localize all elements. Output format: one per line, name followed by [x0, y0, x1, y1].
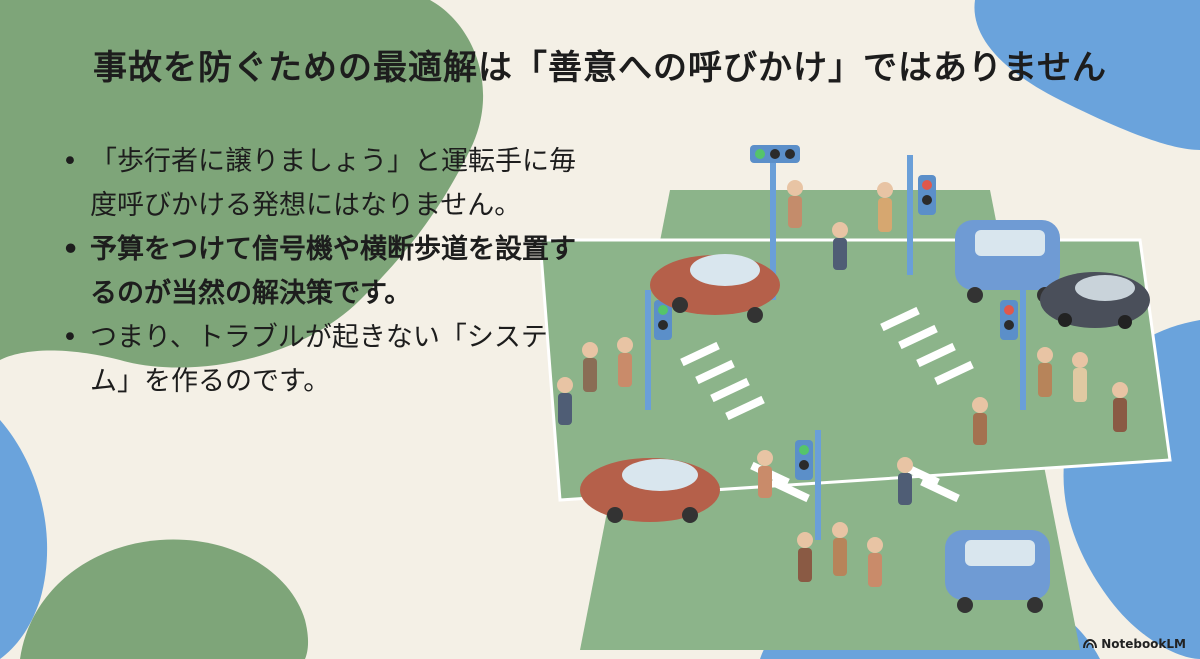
- bullet-item-1: • 「歩行者に譲りましょう」と運転手に毎度呼びかける発想にはなりません。: [62, 140, 582, 228]
- pedestrian-group-icon: [557, 180, 1128, 587]
- crosswalk-stripe: [920, 477, 960, 503]
- crosswalk-stripe: [680, 341, 720, 367]
- brand-label: NotebookLM: [1101, 637, 1186, 651]
- road-surface: [538, 190, 1172, 650]
- bullet-list: • 「歩行者に譲りましょう」と運転手に毎度呼びかける発想にはなりません。 • 予…: [62, 140, 582, 404]
- blue-car-icon: [945, 530, 1050, 613]
- bullet-text: 「歩行者に譲りましょう」と運転手に毎度呼びかける発想にはなりません。: [90, 146, 576, 221]
- traffic-signal-icon: [750, 145, 800, 300]
- traffic-signal-icon: [907, 155, 936, 275]
- bullet-item-2: • 予算をつけて信号機や横断歩道を設置するのが当然の解決策です。: [62, 228, 582, 316]
- notebooklm-logo-icon: [1083, 639, 1098, 649]
- green-blob-top-left: [0, 0, 484, 368]
- blue-blob-top-right: [974, 0, 1200, 150]
- red-car-icon: [650, 254, 780, 323]
- bullet-item-3: • つまり、トラブルが起きない「システム」を作るのです。: [62, 316, 582, 404]
- slide-title: 事故を防ぐための最適解は「善意への呼びかけ」ではありません: [93, 48, 1107, 88]
- bullet-marker: •: [62, 234, 80, 265]
- green-blob-bottom-left: [20, 539, 309, 659]
- bullet-text: 予算をつけて信号機や横断歩道を設置するのが当然の解決策です。: [90, 234, 576, 309]
- traffic-signal-icon: [645, 290, 672, 410]
- crosswalk-stripe: [916, 342, 956, 368]
- crosswalk-stripe: [710, 377, 750, 403]
- crosswalk-stripe: [898, 324, 938, 350]
- crosswalk-stripe: [770, 477, 810, 503]
- crosswalk-stripe: [934, 360, 974, 386]
- bullet-text: つまり、トラブルが起きない「システム」を作るのです。: [90, 322, 548, 397]
- intersection-illustration: [538, 145, 1172, 650]
- crosswalk-stripe: [880, 306, 920, 332]
- traffic-signal-icon: [795, 430, 821, 540]
- red-car-icon: [580, 458, 720, 523]
- road-edge-lines: [538, 238, 1172, 502]
- bullet-marker: •: [62, 146, 78, 177]
- brand-watermark: NotebookLM: [1083, 637, 1186, 651]
- bullet-marker: •: [62, 322, 78, 353]
- crosswalk-stripe: [695, 359, 735, 385]
- blue-blob-left: [0, 420, 48, 659]
- dark-car-icon: [1040, 272, 1150, 329]
- crosswalk-stripe: [725, 395, 765, 421]
- traffic-signal-icon: [1000, 290, 1026, 410]
